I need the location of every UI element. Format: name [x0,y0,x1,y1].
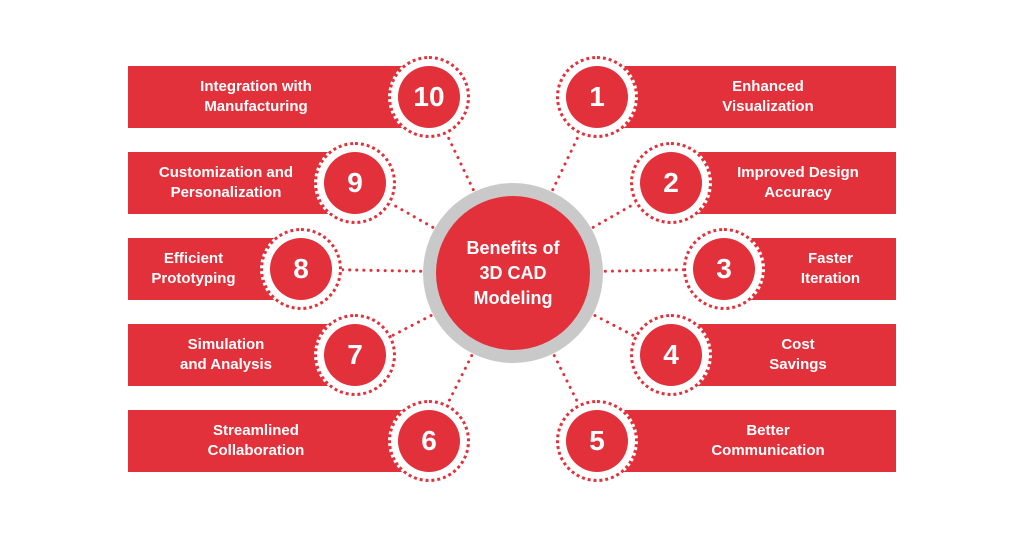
badge-ring-5: 5 [556,400,638,482]
badge-ring-8: 8 [260,228,342,310]
benefit-bar-9: Customization and Personalization [128,152,354,214]
benefit-bar-4: Cost Savings [670,324,896,386]
hub-ring: Benefits of 3D CAD Modeling [423,183,603,363]
connector-line [511,181,673,275]
badge-ring-6: 6 [388,400,470,482]
benefit-label-6: Streamlined Collaboration [207,422,305,459]
benefit-label-1: Enhanced Visualization [722,78,814,115]
benefit-bar-1: Enhanced Visualization [600,66,896,128]
badge-number-8: 8 [270,238,332,300]
badge-number-2: 2 [640,152,702,214]
badge-ring-2: 2 [630,142,712,224]
benefit-label-5: Better Communication [711,422,825,459]
benefit-label-2: Improved Design Accuracy [737,164,859,201]
badge-number-5: 5 [566,410,628,472]
badge-ring-1: 1 [556,56,638,138]
badge-ring-3: 3 [683,228,765,310]
badge-ring-9: 9 [314,142,396,224]
benefit-label-10: Integration with Manufacturing [200,78,312,115]
benefit-bar-6: Streamlined Collaboration [128,410,424,472]
benefit-label-4: Cost Savings [769,336,827,373]
benefit-bar-5: Better Communication [600,410,896,472]
badge-number-7: 7 [324,324,386,386]
badge-number-10: 10 [398,66,460,128]
badge-ring-4: 4 [630,314,712,396]
badge-number-4: 4 [640,324,702,386]
badge-ring-10: 10 [388,56,470,138]
benefit-label-7: Simulation and Analysis [180,336,272,373]
badge-number-6: 6 [398,410,460,472]
benefit-label-9: Customization and Personalization [158,164,294,201]
badge-number-1: 1 [566,66,628,128]
hub-title: Benefits of 3D CAD Modeling [466,237,560,308]
benefit-label-8: Efficient Prototyping [151,250,236,287]
hub-circle: Benefits of 3D CAD Modeling [436,196,590,350]
benefit-label-3: Faster Iteration [800,250,861,287]
badge-number-9: 9 [324,152,386,214]
badge-number-3: 3 [693,238,755,300]
badge-ring-7: 7 [314,314,396,396]
benefit-bar-10: Integration with Manufacturing [128,66,424,128]
